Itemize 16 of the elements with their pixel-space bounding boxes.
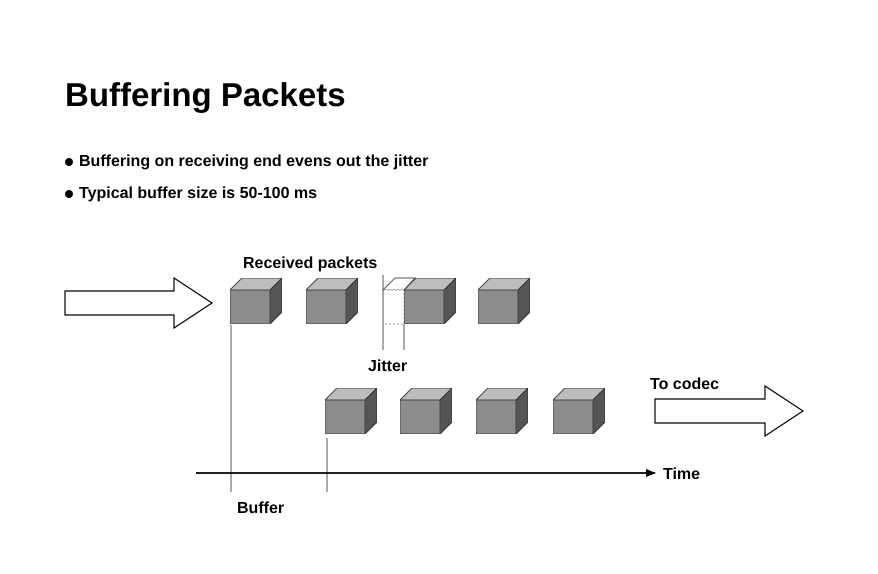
packet-cube: [476, 388, 528, 434]
buffer-label: Buffer: [237, 499, 284, 519]
arrow-label: To codec: [650, 375, 720, 395]
packet-cube: [553, 388, 605, 434]
row-label: Received packets: [243, 254, 378, 274]
axis-label: Time: [663, 465, 700, 485]
packet-cube: [306, 278, 358, 324]
packet-cube: [404, 278, 456, 324]
bullet-text: Buffering on receiving end evens out the jitter: [79, 152, 428, 172]
packet-cube: [325, 388, 377, 434]
jitter-label: Jitter: [368, 357, 408, 377]
slide-title: Buffering Packets: [65, 75, 346, 115]
bullet-text: Typical buffer size is 50-100 ms: [79, 184, 318, 204]
packet-cube: [230, 278, 282, 324]
packet-cube: [400, 388, 452, 434]
packet-cube: [478, 278, 530, 324]
